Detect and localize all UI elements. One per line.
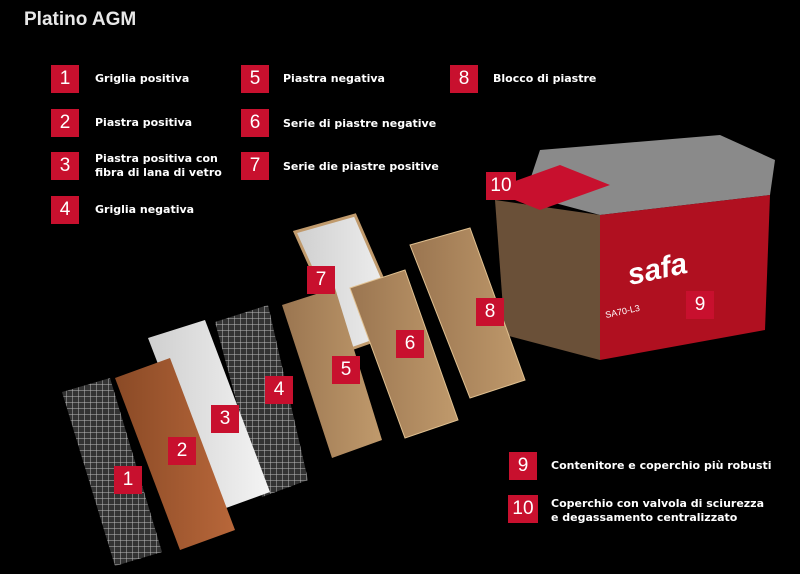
positive-grid xyxy=(62,378,162,566)
legend-label-1: Griglia positiva xyxy=(95,72,190,85)
legend-label-3-line2: fibra di lana di vetro xyxy=(95,166,222,179)
plate-block xyxy=(409,227,526,399)
legend-badge-2: 2 xyxy=(51,109,79,137)
page-title: Platino AGM xyxy=(24,9,137,30)
legend-label-3-line1: Piastra positiva con xyxy=(95,152,218,165)
callout-5: 5 xyxy=(332,356,360,384)
legend-badge-6: 6 xyxy=(241,109,269,137)
callout-2: 2 xyxy=(168,437,196,465)
legend-label-8: Blocco di piastre xyxy=(493,72,597,85)
legend-label-9: Contenitore e coperchio più robusti xyxy=(551,459,772,472)
callout-9: 9 xyxy=(686,291,714,319)
legend-label-6: Serie di piastre negative xyxy=(283,117,437,130)
callout-7: 7 xyxy=(307,266,335,294)
legend-label-7: Serie die piastre positive xyxy=(283,160,439,173)
battery-case: safa SA70-L3 xyxy=(490,135,775,360)
callout-1: 1 xyxy=(114,466,142,494)
legend-badge-8: 8 xyxy=(450,65,478,93)
legend-badge-5: 5 xyxy=(241,65,269,93)
legend-badge-10: 10 xyxy=(508,495,538,523)
legend-label-5: Piastra negativa xyxy=(283,72,385,85)
legend-label-4: Griglia negativa xyxy=(95,203,195,216)
legend-badge-9: 9 xyxy=(509,452,537,480)
legend-badge-3: 3 xyxy=(51,152,79,180)
callout-4: 4 xyxy=(265,376,293,404)
glass-fiber-plate xyxy=(148,320,270,512)
callout-3: 3 xyxy=(211,405,239,433)
legend-badge-4: 4 xyxy=(51,196,79,224)
callout-8: 8 xyxy=(476,298,504,326)
callout-6: 6 xyxy=(396,330,424,358)
callout-10: 10 xyxy=(486,172,516,200)
legend-badge-1: 1 xyxy=(51,65,79,93)
legend-badge-7: 7 xyxy=(241,152,269,180)
legend-label-10-line2: e degassamento centralizzato xyxy=(551,511,738,524)
legend-label-10-line1: Coperchio con valvola di sciurezza xyxy=(551,497,765,510)
legend-label-2: Piastra positiva xyxy=(95,116,193,129)
negative-grid xyxy=(215,305,308,497)
